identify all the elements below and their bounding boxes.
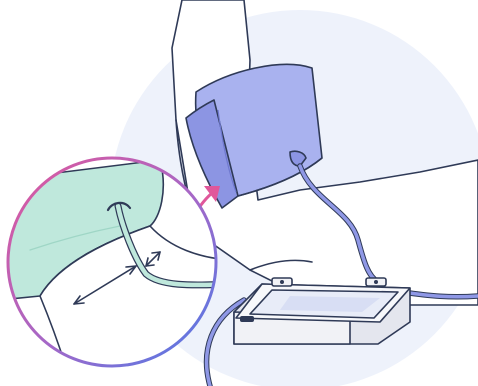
monitor-device-icon	[234, 278, 410, 344]
